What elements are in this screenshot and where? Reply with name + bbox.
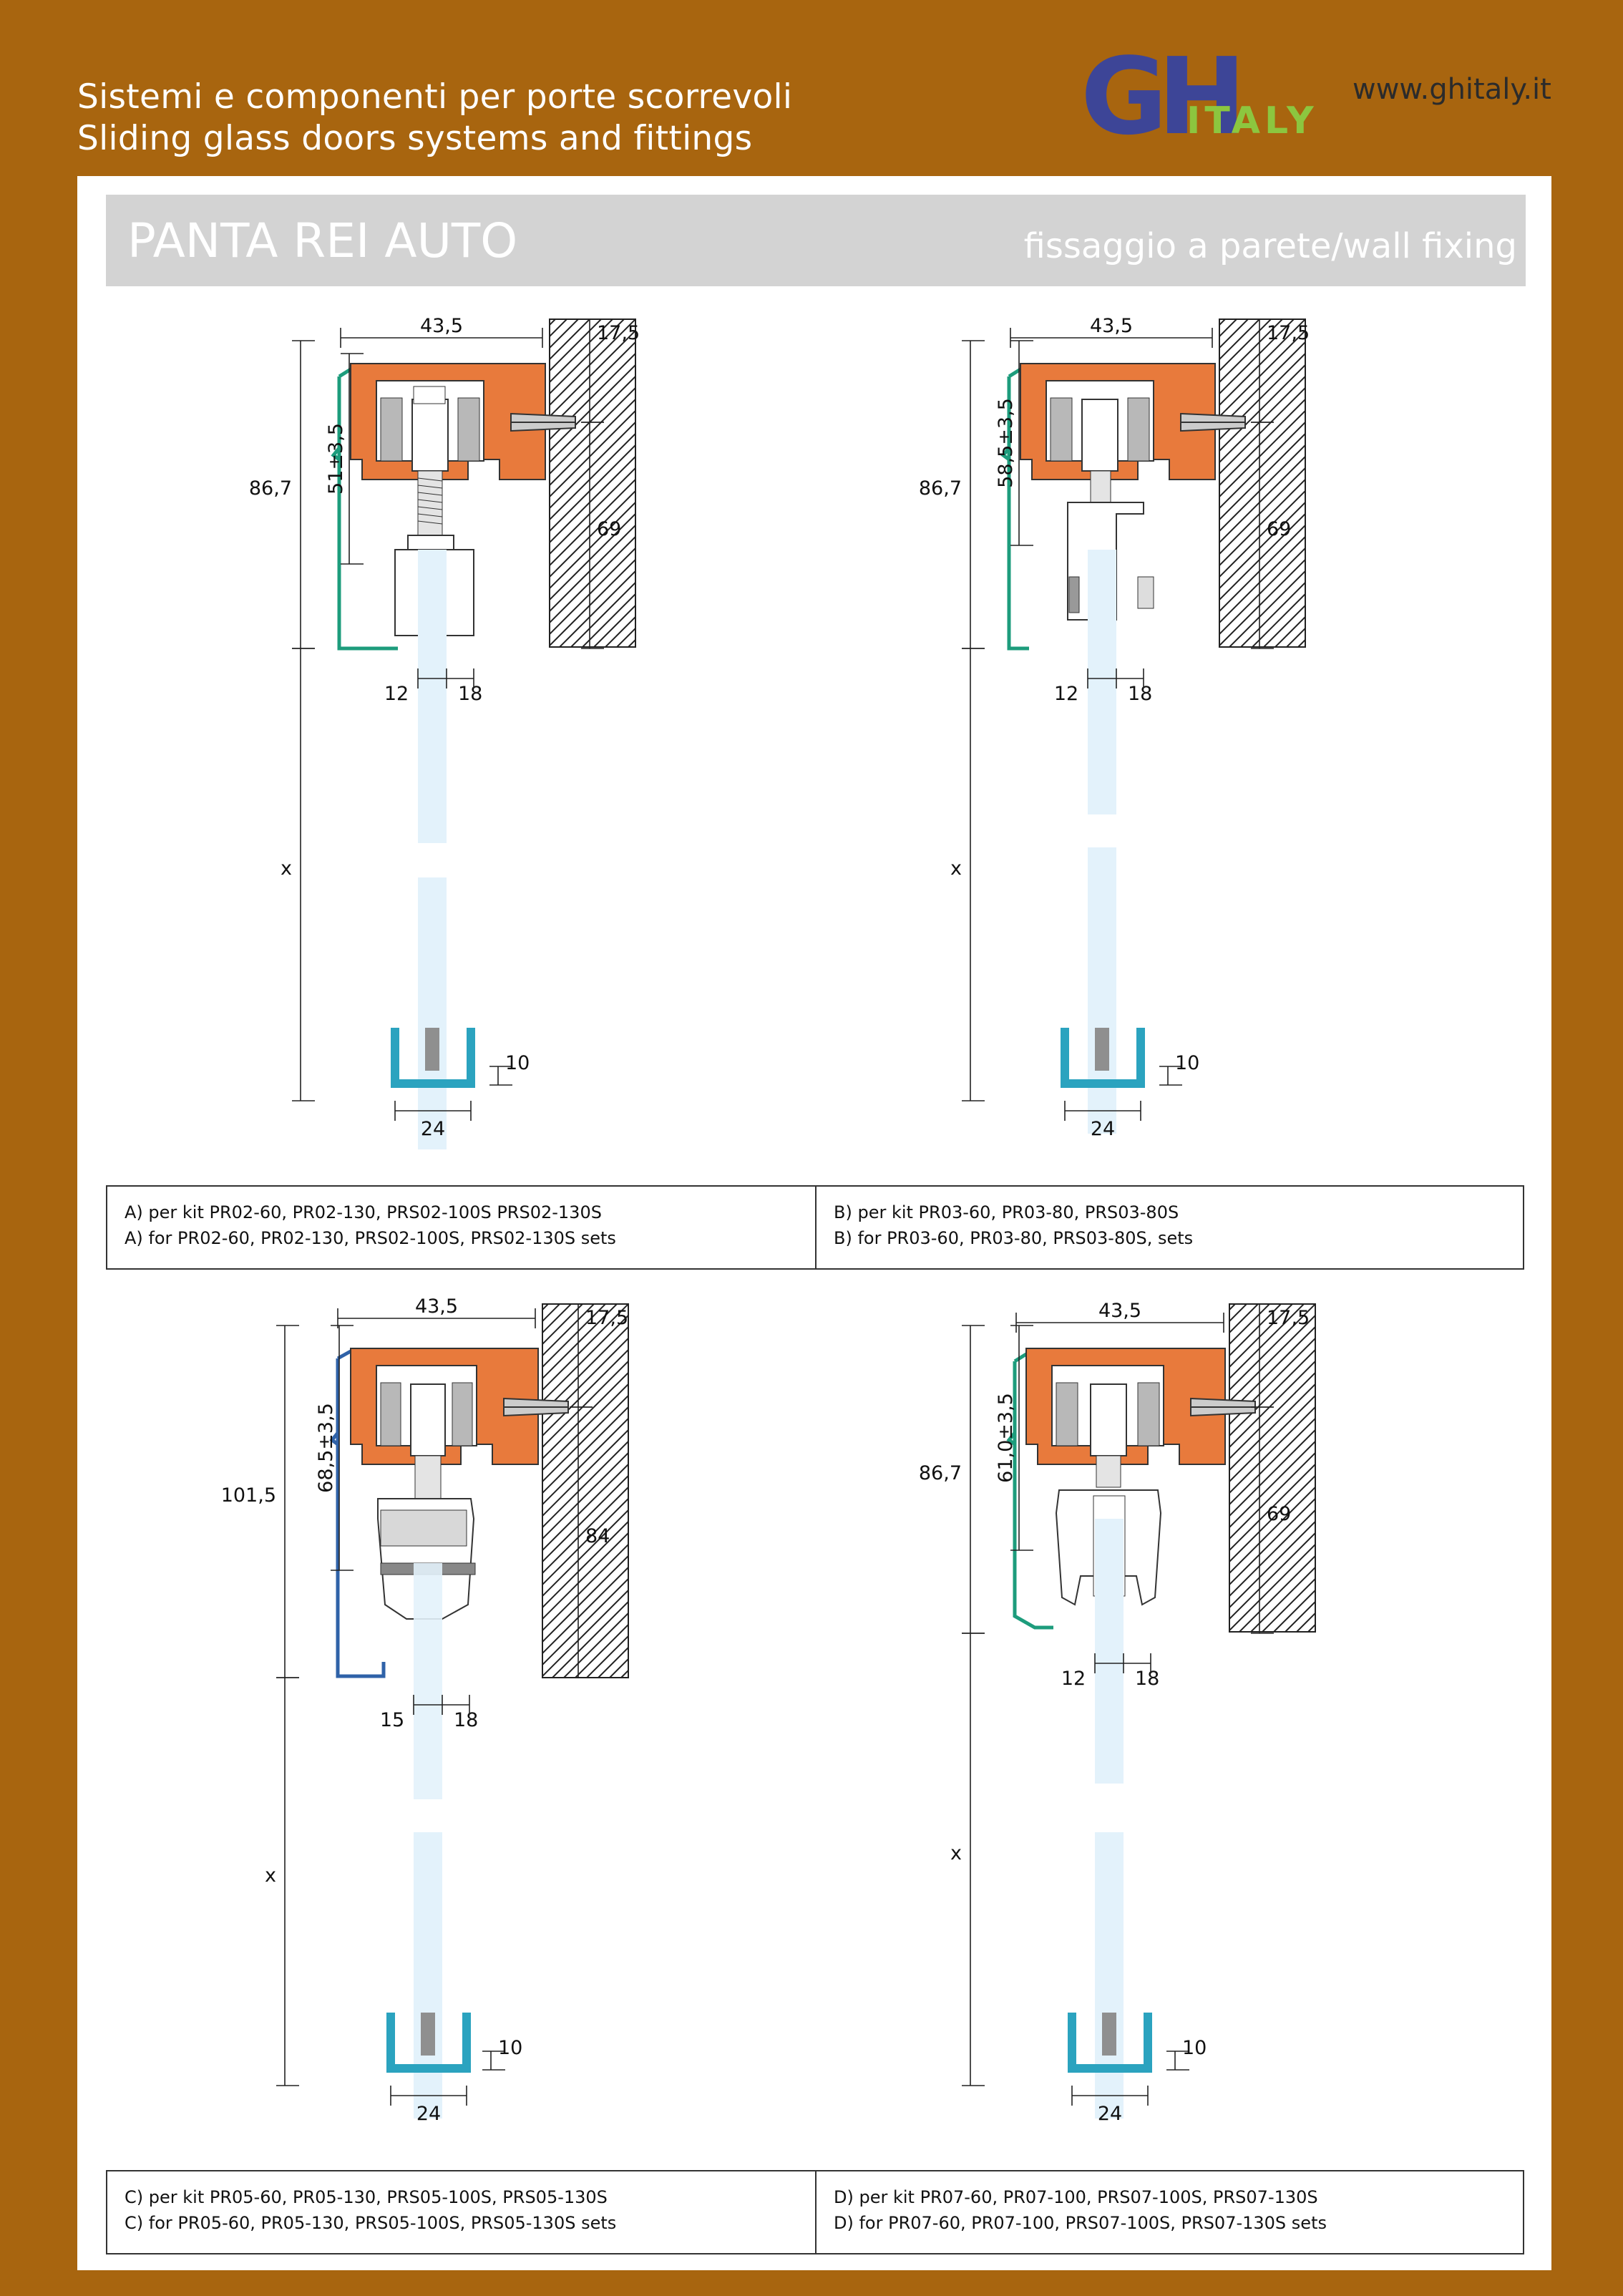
dim-floor_depth: 10 <box>1182 2037 1207 2059</box>
caption-b: B) per kit PR03-60, PR03-80, PRS03-80S B… <box>815 1187 1523 1268</box>
logo-italy-word: ITALY <box>1186 99 1318 142</box>
dim-screw_offset: 17,5 <box>1267 322 1310 344</box>
drawing-a: 43,5 86,7 51±3,5 17,5 69 x 12 18 10 24 <box>249 315 640 1149</box>
dim-floor_width: 24 <box>1091 1118 1115 1140</box>
caption-d: D) per kit PR07-60, PR07-100, PRS07-100S… <box>815 2171 1523 2253</box>
caption-b-it: B) per kit PR03-60, PR03-80, PRS03-80S <box>834 1202 1179 1222</box>
dimensions-c: 43,5 101,5 68,5±3,5 17,5 84 x 15 18 10 24 <box>221 1295 628 2125</box>
dim-screw_offset: 17,5 <box>597 322 640 344</box>
dim-wall_height: 69 <box>1267 1503 1291 1525</box>
dim-floor_depth: 10 <box>505 1052 530 1074</box>
dim-floor_width: 24 <box>1098 2103 1122 2125</box>
caption-c-it: C) per kit PR05-60, PR05-130, PRS05-100S… <box>125 2187 608 2207</box>
dim-glass_left: 12 <box>1054 683 1078 705</box>
caption-d-it: D) per kit PR07-60, PR07-100, PRS07-100S… <box>834 2187 1318 2207</box>
caption-row-cd: C) per kit PR05-60, PR05-130, PRS05-100S… <box>106 2170 1524 2254</box>
dim-adjust: 58,5±3,5 <box>995 398 1017 488</box>
dim-gap: x <box>950 1842 962 1864</box>
dim-width_top: 43,5 <box>1098 1300 1141 1322</box>
product-subtitle: fissaggio a parete/wall fixing <box>1023 226 1517 266</box>
dim-profile_height: 86,7 <box>919 477 962 500</box>
dim-gap: x <box>950 857 962 880</box>
logo-gh-letters: GH <box>1081 42 1237 142</box>
carriage <box>1020 363 1216 480</box>
wall-hatch <box>549 318 636 648</box>
profile-d <box>1006 1352 1053 1630</box>
caption-a-en: A) for PR02-60, PR02-130, PRS02-100S, PR… <box>125 1228 616 1248</box>
dim-glass_right: 18 <box>1135 1668 1159 1690</box>
dim-adjust: 51±3,5 <box>325 423 347 495</box>
caption-b-en: B) for PR03-60, PR03-80, PRS03-80S, sets <box>834 1228 1194 1248</box>
profile-c <box>329 1349 386 1678</box>
dim-wall_height: 69 <box>597 518 621 540</box>
dim-glass_right: 18 <box>1128 683 1152 705</box>
dim-screw_offset: 17,5 <box>1267 1307 1310 1329</box>
title-bar: PANTA REI AUTO fissaggio a parete/wall f… <box>106 195 1526 286</box>
drawing-b: 43,5 86,7 58,5±3,5 17,5 69 x 12 18 10 24 <box>919 315 1310 1140</box>
carriage <box>350 363 546 480</box>
dim-width_top: 43,5 <box>415 1295 458 1318</box>
dimensions-a: 43,5 86,7 51±3,5 17,5 69 x 12 18 10 24 <box>249 315 640 1140</box>
dim-floor_depth: 10 <box>1175 1052 1199 1074</box>
caption-row-ab: A) per kit PR02-60, PR02-130, PRS02-100S… <box>106 1185 1524 1270</box>
dim-gap: x <box>281 857 292 880</box>
dim-profile_height: 86,7 <box>249 477 292 500</box>
dim-glass_right: 18 <box>454 1709 478 1731</box>
dim-glass_left: 12 <box>384 683 409 705</box>
header-tagline-english: Sliding glass doors systems and fittings <box>77 119 753 158</box>
drawing-d: 43,5 86,7 61,0±3,5 17,5 69 x 12 18 10 24 <box>919 1300 1316 2125</box>
caption-d-en: D) for PR07-60, PR07-100, PRS07-100S, PR… <box>834 2213 1327 2233</box>
dim-screw_offset: 17,5 <box>585 1307 628 1329</box>
dim-adjust: 61,0±3,5 <box>995 1393 1017 1483</box>
company-logo: GH ITALY <box>1081 42 1318 142</box>
datasheet-panel: PANTA REI AUTO fissaggio a parete/wall f… <box>77 176 1551 2270</box>
dimensions-b: 43,5 86,7 58,5±3,5 17,5 69 x 12 18 10 24 <box>919 315 1310 1140</box>
product-title: PANTA REI AUTO <box>127 213 518 268</box>
glass-upper <box>418 550 447 843</box>
header-tagline-italian: Sistemi e componenti per porte scorrevol… <box>77 77 793 117</box>
dim-glass_right: 18 <box>458 683 482 705</box>
dim-profile_height: 101,5 <box>221 1484 276 1507</box>
caption-c-en: C) for PR05-60, PR05-130, PRS05-100S, PR… <box>125 2213 617 2233</box>
dim-wall_height: 69 <box>1267 518 1291 540</box>
dim-floor_depth: 10 <box>498 2037 522 2059</box>
hanger-bolt <box>407 470 454 550</box>
dim-floor_width: 24 <box>421 1118 445 1140</box>
dimensions-d: 43,5 86,7 61,0±3,5 17,5 69 x 12 18 10 24 <box>919 1300 1310 2125</box>
dim-profile_height: 86,7 <box>919 1462 962 1484</box>
glass-lower <box>418 877 447 1149</box>
website-url[interactable]: www.ghitaly.it <box>1352 73 1551 106</box>
floor-channel <box>391 1028 475 1088</box>
dim-glass_left: 12 <box>1061 1668 1086 1690</box>
dim-floor_width: 24 <box>416 2103 441 2125</box>
dim-adjust: 68,5±3,5 <box>315 1403 337 1493</box>
caption-a: A) per kit PR02-60, PR02-130, PRS02-100S… <box>107 1187 815 1268</box>
drawing-c: 43,5 101,5 68,5±3,5 17,5 84 x 15 18 10 24 <box>221 1295 629 2125</box>
wall-screw <box>510 412 576 432</box>
caption-c: C) per kit PR05-60, PR05-130, PRS05-100S… <box>107 2171 815 2253</box>
dim-glass_left: 15 <box>380 1709 404 1731</box>
caption-a-it: A) per kit PR02-60, PR02-130, PRS02-100S… <box>125 1202 602 1222</box>
dim-wall_height: 84 <box>585 1525 610 1547</box>
dim-width_top: 43,5 <box>420 315 463 337</box>
dim-gap: x <box>265 1864 276 1887</box>
dim-width_top: 43,5 <box>1090 315 1133 337</box>
